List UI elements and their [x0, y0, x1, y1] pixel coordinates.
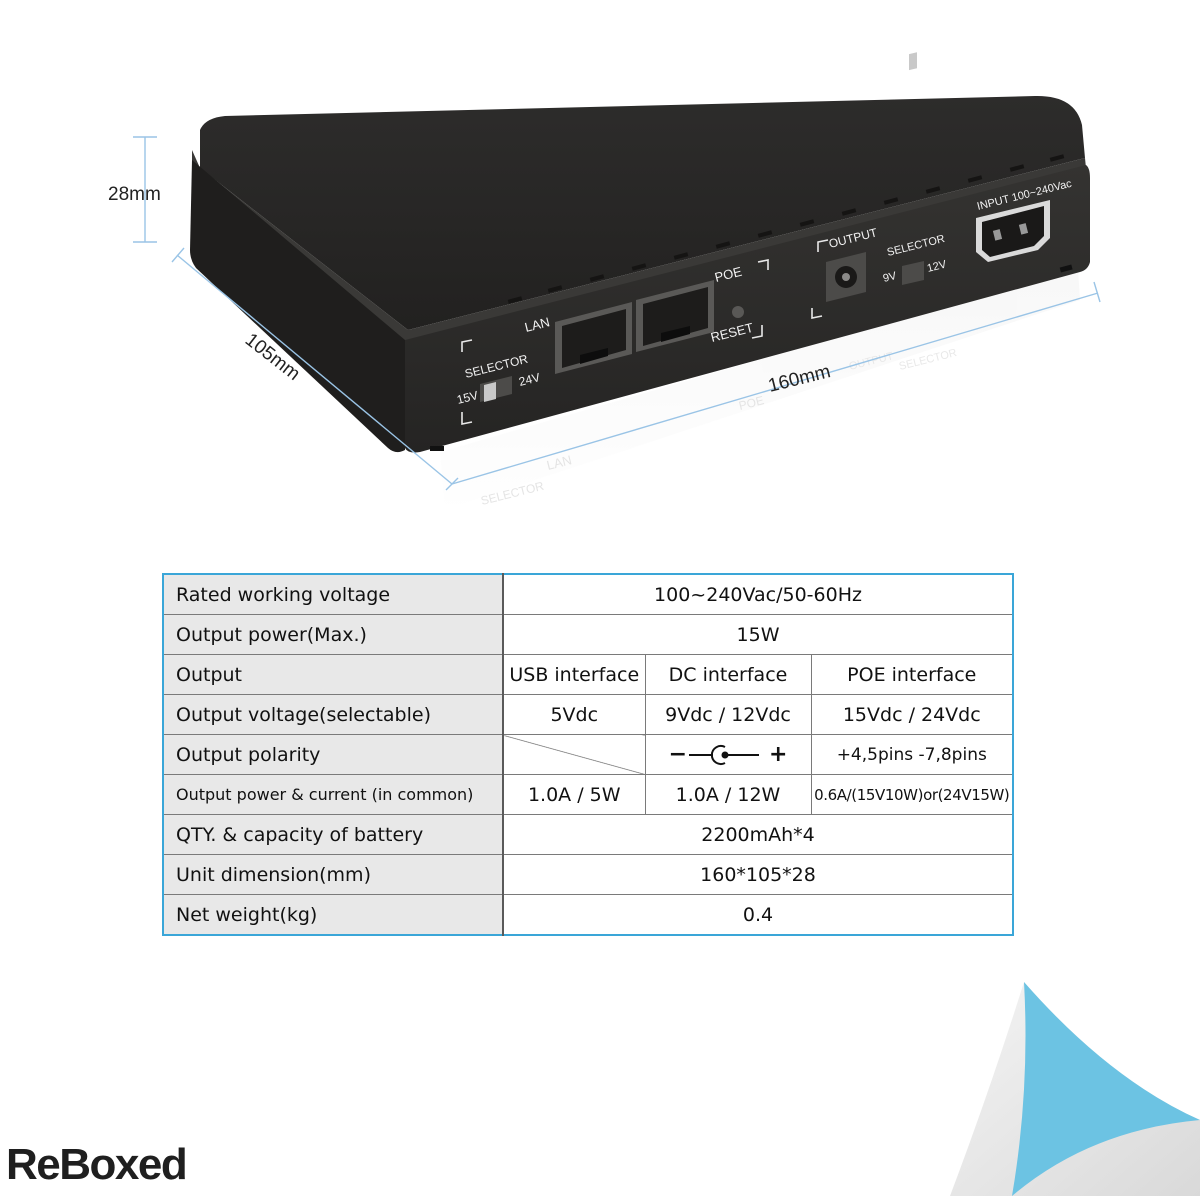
- spec-value: 15W: [502, 614, 1014, 655]
- poe-polarity: +4,5pins -7,8pins: [810, 734, 1014, 775]
- dc-header: DC interface: [644, 654, 812, 695]
- spec-value: 2200mAh*4: [502, 814, 1014, 855]
- table-row: QTY. & capacity of battery 2200mAh*4: [162, 814, 1014, 855]
- spec-label: Output: [162, 654, 504, 695]
- polarity-minus: −: [668, 742, 687, 767]
- vent-slots: [507, 154, 1065, 304]
- sel-15v-label: 15V: [455, 388, 479, 407]
- dimension-lines: [133, 136, 1101, 491]
- dc-voltage: 9Vdc / 12Vdc: [644, 694, 812, 735]
- page-curl-decoration: [950, 982, 1200, 1196]
- center-positive-icon: [689, 744, 759, 765]
- device-front: [405, 165, 1090, 453]
- dc-output-jack: [826, 252, 866, 302]
- spec-value: 160*105*28: [502, 854, 1014, 895]
- polarity-plus: +: [769, 742, 788, 767]
- lan-ports: [555, 280, 714, 374]
- table-row: Output USB interface DC interface POE in…: [162, 654, 1014, 695]
- spec-label: Rated working voltage: [162, 573, 504, 615]
- dc-selector-switch: [902, 52, 924, 285]
- table-row: Output power(Max.) 15W: [162, 614, 1014, 655]
- usb-current: 1.0A / 5W: [502, 774, 646, 815]
- table-row: Output polarity − + +4,5pins -7,8pins: [162, 734, 1014, 775]
- brand-logo: ReBoxed: [6, 1140, 188, 1189]
- table-row: Output voltage(selectable) 5Vdc 9Vdc / 1…: [162, 694, 1014, 735]
- lan-label: LAN: [523, 314, 551, 335]
- table-row: Rated working voltage 100~240Vac/50-60Hz: [162, 573, 1014, 615]
- product-illustration: LAN SELECTOR POE OUTPUT SELECTOR: [108, 52, 1101, 510]
- device-side: [190, 160, 405, 453]
- reset-button-hole: [732, 306, 744, 318]
- ac-input-socket: [976, 200, 1050, 262]
- sel-12v-label: 12V: [926, 258, 949, 275]
- spec-label: Unit dimension(mm): [162, 854, 504, 895]
- poe-header: POE interface: [810, 654, 1014, 695]
- usb-polarity-na: [502, 734, 646, 775]
- table-row: Unit dimension(mm) 160*105*28: [162, 854, 1014, 895]
- spec-label: QTY. & capacity of battery: [162, 814, 504, 855]
- spec-value: 0.4: [502, 894, 1014, 936]
- polarity-symbol: − +: [669, 742, 788, 767]
- sel-24v-label: 24V: [517, 370, 541, 389]
- dc-polarity: − +: [644, 734, 812, 775]
- poe-current: 0.6A/(15V10W)or(24V15W): [810, 774, 1014, 815]
- usb-voltage: 5Vdc: [502, 694, 646, 735]
- spec-label: Output voltage(selectable): [162, 694, 504, 735]
- poe-voltage: 15Vdc / 24Vdc: [810, 694, 1014, 735]
- height-dimension: 28mm: [108, 184, 161, 205]
- svg-text:LAN: LAN: [545, 452, 573, 473]
- spec-label: Output polarity: [162, 734, 504, 775]
- spec-value: 100~240Vac/50-60Hz: [502, 573, 1014, 615]
- power-bank-device: INPUT 100~240Vac OUTPUT SELECTOR 9V 12V …: [190, 52, 1090, 453]
- spec-label: Output power(Max.): [162, 614, 504, 655]
- poe-selector-switch: [480, 376, 512, 402]
- spec-table: Rated working voltage 100~240Vac/50-60Hz…: [162, 573, 1015, 936]
- sel-9v-label: 9V: [882, 270, 899, 285]
- device-top: [200, 95, 1085, 330]
- table-row: Output power & current (in common) 1.0A …: [162, 774, 1014, 815]
- dc-current: 1.0A / 12W: [644, 774, 812, 815]
- usb-header: USB interface: [502, 654, 646, 695]
- front-panel: [461, 239, 829, 425]
- table-row: Net weight(kg) 0.4: [162, 894, 1014, 936]
- spec-label: Net weight(kg): [162, 894, 504, 936]
- poe-label: POE: [713, 264, 744, 285]
- spec-label: Output power & current (in common): [162, 774, 504, 815]
